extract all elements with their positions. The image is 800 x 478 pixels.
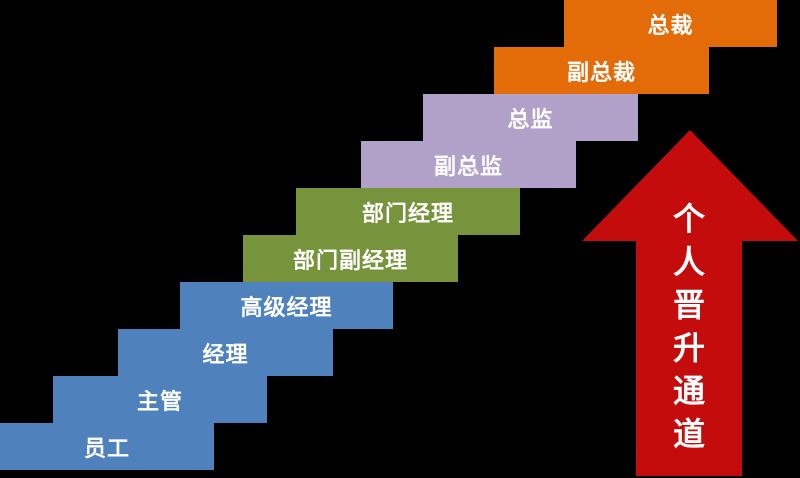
step-department-manager: 部门经理	[296, 188, 520, 235]
step-employee: 员工	[0, 423, 214, 470]
step-senior-manager: 高级经理	[180, 282, 393, 329]
promotion-arrow: 个人晋升通道	[582, 130, 798, 476]
step-supervisor: 主管	[53, 376, 267, 423]
step-deputy-director: 副总监	[361, 141, 576, 188]
step-vice-president: 副总裁	[494, 47, 709, 94]
up-arrow-shape	[582, 130, 798, 476]
step-manager: 经理	[118, 329, 333, 376]
step-deputy-department-manager: 部门副经理	[243, 235, 458, 282]
step-director: 总监	[423, 94, 638, 141]
promotion-channel-label: 个人晋升通道	[672, 201, 705, 452]
step-president: 总裁	[564, 0, 777, 47]
up-arrow-icon	[582, 130, 798, 476]
